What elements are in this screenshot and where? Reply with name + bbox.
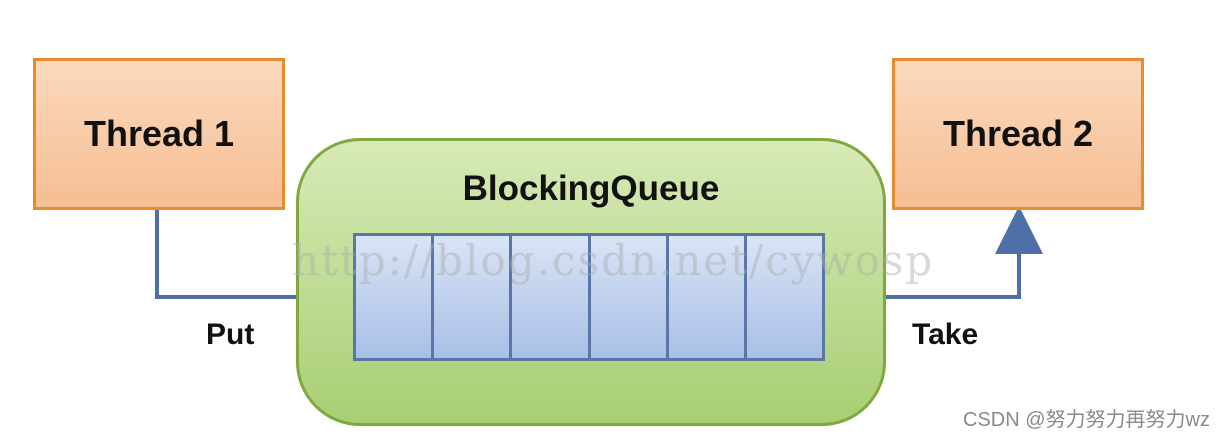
thread-1-label: Thread 1 xyxy=(83,113,235,154)
queue-slot-4 xyxy=(590,236,666,358)
queue-slot-1 xyxy=(356,236,432,358)
thread-2-box: Thread 2 xyxy=(892,58,1144,210)
thread-1-box: Thread 1 xyxy=(33,58,285,210)
blocking-queue-title: BlockingQueue xyxy=(462,169,720,208)
queue-slot-6 xyxy=(746,236,823,358)
footer-credit: CSDN @努力努力再努力wz xyxy=(963,409,1210,431)
queue-slot-5 xyxy=(668,236,744,358)
watermark-text: http://blog.csdn.net/cywosp xyxy=(292,236,935,285)
queue-slots xyxy=(353,233,825,361)
take-label: Take xyxy=(912,318,979,351)
put-label: Put xyxy=(206,318,255,351)
blocking-queue-container: BlockingQueue xyxy=(296,138,886,426)
queue-slot-2 xyxy=(434,236,510,358)
thread-2-label: Thread 2 xyxy=(942,113,1094,154)
queue-slot-3 xyxy=(512,236,588,358)
